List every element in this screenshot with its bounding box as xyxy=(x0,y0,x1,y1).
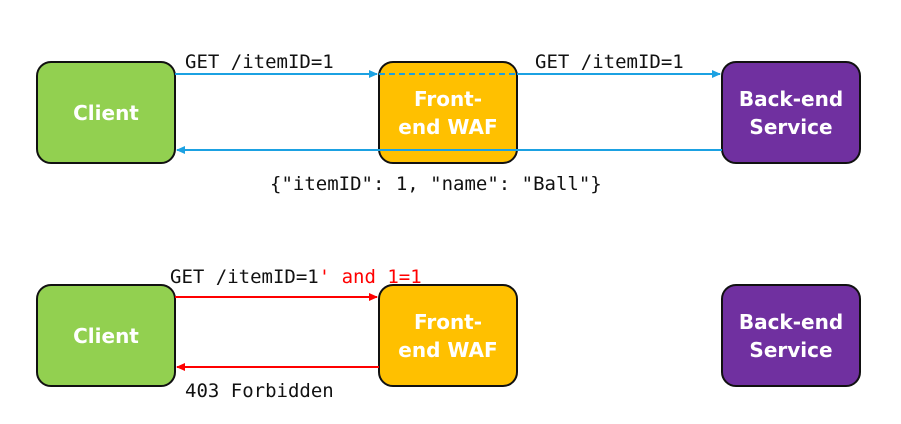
bottom-flow: Client Front- end WAF Back-end Service G… xyxy=(36,266,861,402)
bottom-client-label: Client xyxy=(73,324,139,348)
bottom-response-label: 403 Forbidden xyxy=(185,380,334,402)
top-request-label: GET /itemID=1 xyxy=(185,51,334,73)
bottom-backend-label-line2: Service xyxy=(749,338,832,362)
top-waf-label-line1: Front- xyxy=(414,87,482,111)
bottom-waf-box xyxy=(378,284,518,387)
bottom-request-label-payload: ' and 1=1 xyxy=(319,266,422,288)
top-forward-label: GET /itemID=1 xyxy=(535,51,684,73)
top-client-label: Client xyxy=(73,101,139,125)
bottom-backend-label-line1: Back-end xyxy=(739,310,843,334)
bottom-request-label-plain: GET /itemID=1 xyxy=(170,266,319,288)
top-response-label: {"itemID": 1, "name": "Ball"} xyxy=(270,173,602,195)
bottom-waf-label-line1: Front- xyxy=(414,310,482,334)
top-client-box xyxy=(36,61,176,164)
top-flow: Client Front- end WAF Back-end Service G… xyxy=(36,51,861,195)
top-backend-label-line2: Service xyxy=(749,115,832,139)
bottom-request-label: GET /itemID=1' and 1=1 xyxy=(170,266,422,288)
top-waf-label-line2: end WAF xyxy=(398,115,497,139)
bottom-backend-box xyxy=(721,284,861,387)
top-waf-box xyxy=(378,61,518,164)
bottom-waf-label-line2: end WAF xyxy=(398,338,497,362)
bottom-client-box xyxy=(36,284,176,387)
top-backend-box xyxy=(721,61,861,164)
top-backend-label-line1: Back-end xyxy=(739,87,843,111)
